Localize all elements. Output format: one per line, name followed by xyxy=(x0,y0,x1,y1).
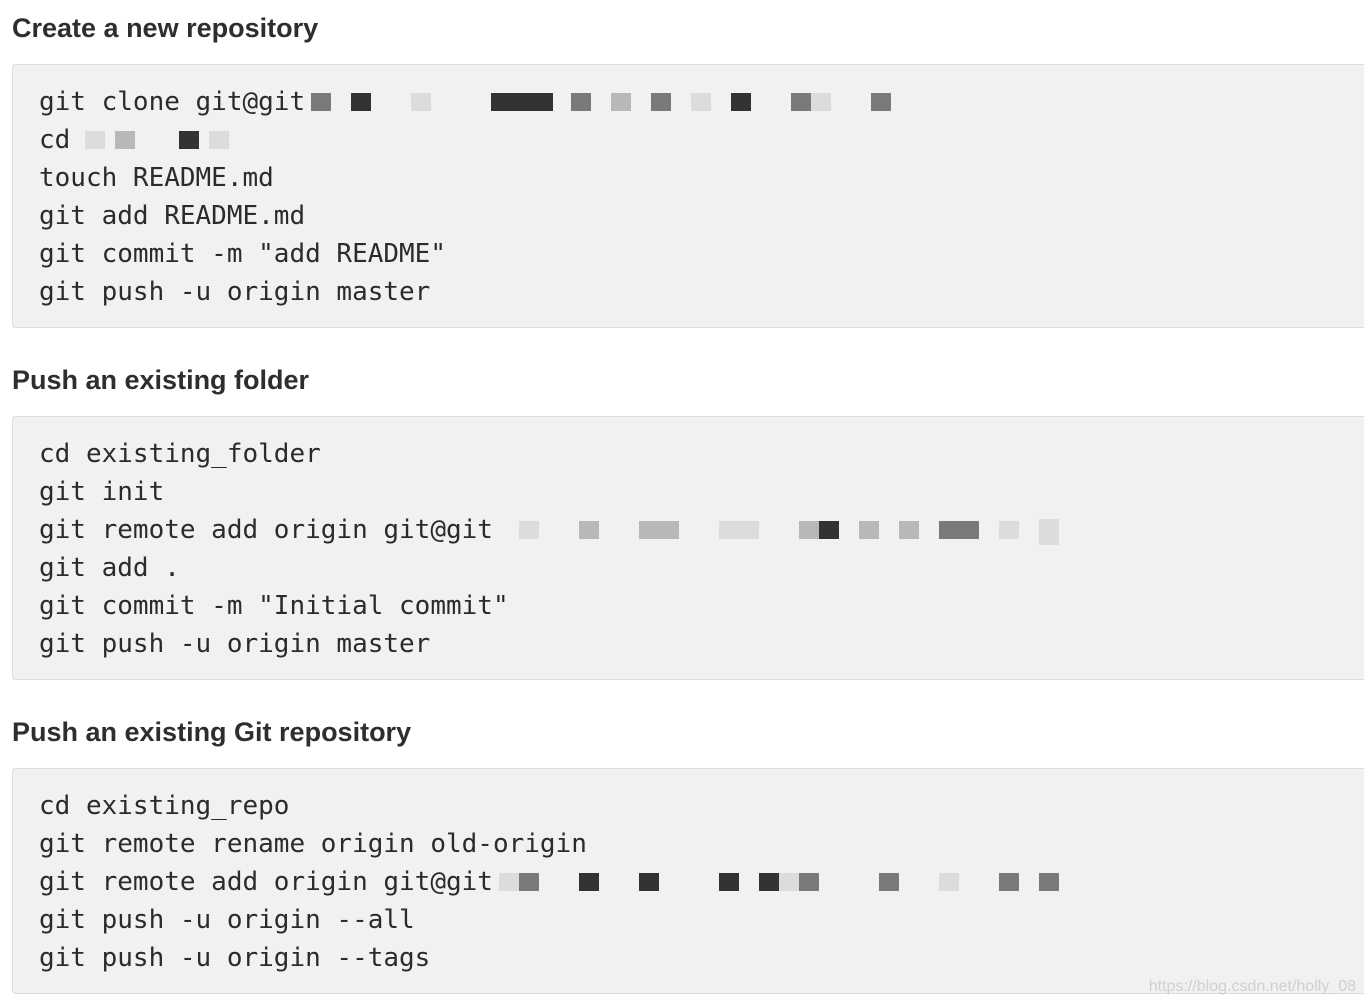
code-block-existing-git-repo[interactable]: cd existing_repo git remote rename origi… xyxy=(12,768,1364,994)
code-line: git remote rename origin old-origin xyxy=(39,829,587,859)
section-title-existing-git-repo: Push an existing Git repository xyxy=(12,717,412,747)
code-line: git commit -m "add README" xyxy=(39,239,446,269)
code-line: git push -u origin master xyxy=(39,629,431,659)
code-line: git push -u origin master xyxy=(39,277,431,307)
section-title-existing-folder: Push an existing folder xyxy=(12,365,310,395)
code-line: git commit -m "Initial commit" xyxy=(39,591,509,621)
code-line: cd existing_folder xyxy=(39,439,321,469)
code-line: git push -u origin --all xyxy=(39,905,415,935)
code-line: git remote add origin git@git xyxy=(39,867,493,897)
code-line: git add . xyxy=(39,553,180,583)
code-line: cd existing_repo xyxy=(39,791,290,821)
code-line: git clone git@git. xyxy=(39,87,321,117)
code-line: git push -u origin --tags xyxy=(39,943,431,973)
code-line: touch README.md xyxy=(39,163,274,193)
code-line: git init xyxy=(39,477,165,507)
section-title-create-repo: Create a new repository xyxy=(12,13,319,43)
redacted-url xyxy=(519,511,1079,549)
redacted-url xyxy=(305,83,905,121)
redacted-url xyxy=(499,863,1099,901)
code-line: git add README.md xyxy=(39,201,306,231)
redacted-folder xyxy=(85,121,275,159)
code-line: cd xyxy=(39,125,86,155)
code-block-create-repo[interactable]: git clone git@git. cd touch README.md gi… xyxy=(12,64,1364,328)
code-line: git remote add origin git@git xyxy=(39,515,493,545)
watermark: https://blog.csdn.net/holly_08 xyxy=(1148,978,1356,995)
code-block-existing-folder[interactable]: cd existing_folder git init git remote a… xyxy=(12,416,1364,680)
